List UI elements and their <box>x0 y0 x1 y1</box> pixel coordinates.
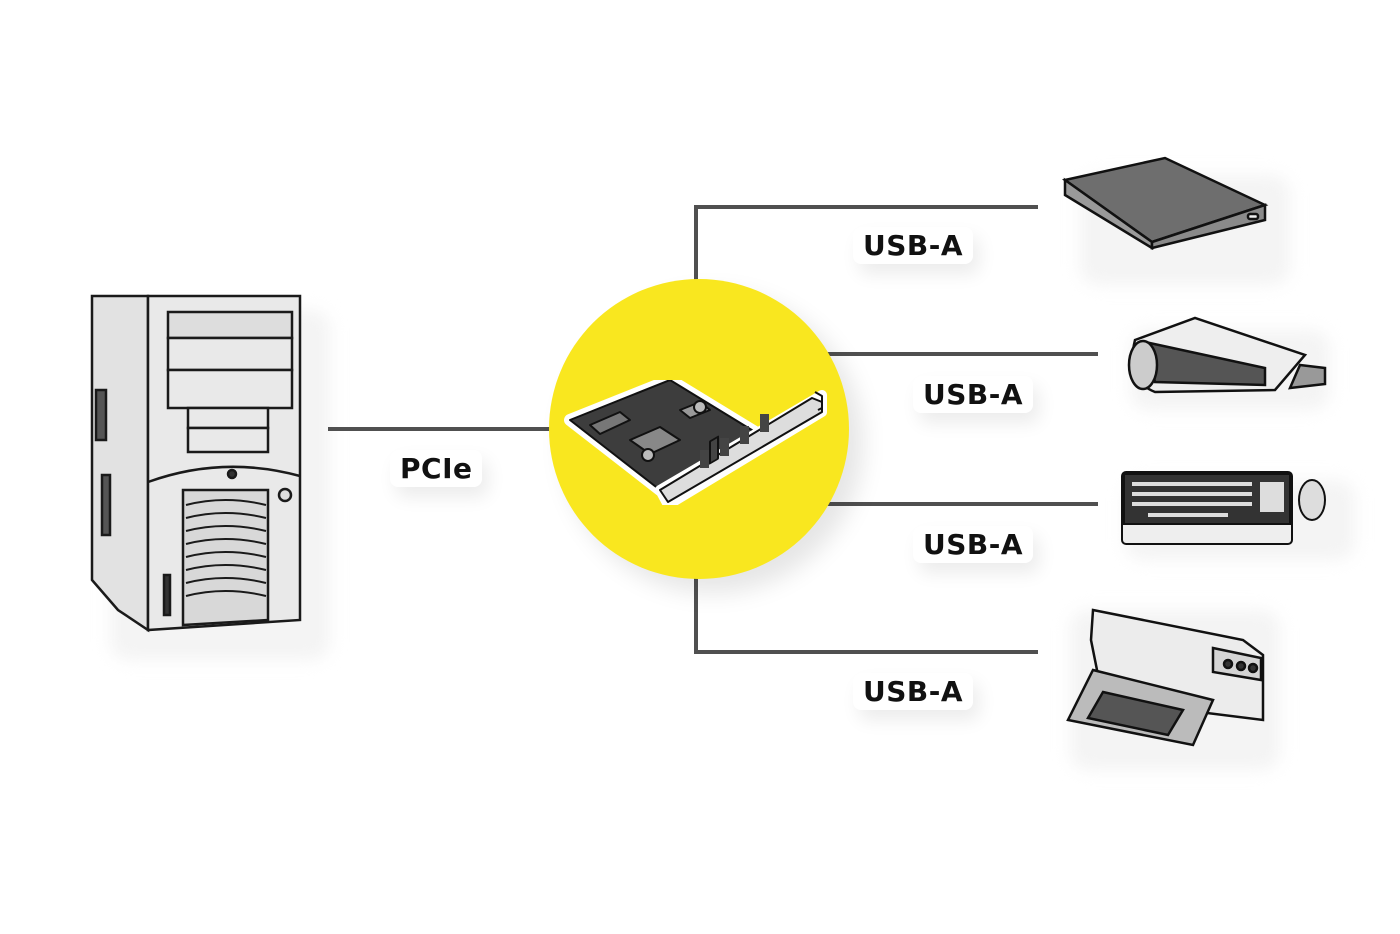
usb-label-reader: USB-A <box>913 376 1034 413</box>
usb-line-drive <box>694 205 1038 209</box>
usb-line-printer <box>694 650 1038 654</box>
usb-label-drive: USB-A <box>853 227 974 264</box>
usb-line-keyboard <box>826 502 1098 506</box>
pcie-card-icon <box>564 380 827 505</box>
pcie-label: PCIe <box>390 450 483 487</box>
trunk-bottom-line <box>694 578 698 654</box>
card-reader-icon <box>1127 316 1327 394</box>
keyboard-mouse-icon <box>1121 471 1326 545</box>
pcie-connection-line <box>328 427 550 431</box>
external-hard-drive-icon <box>1061 156 1269 250</box>
usb-line-reader <box>826 352 1098 356</box>
desktop-tower-icon <box>90 294 302 633</box>
printer-icon <box>1066 608 1265 747</box>
usb-label-printer: USB-A <box>853 673 974 710</box>
usb-label-keyboard: USB-A <box>913 526 1034 563</box>
trunk-top-line <box>694 205 698 280</box>
